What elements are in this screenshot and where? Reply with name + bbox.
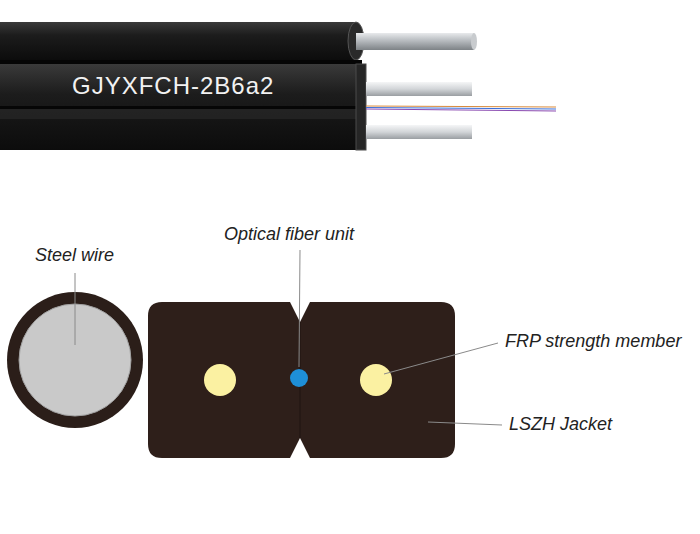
frp-rod xyxy=(204,364,236,396)
leader-line xyxy=(75,273,76,345)
lszh-jacket xyxy=(148,302,455,458)
cable-groove xyxy=(0,106,362,109)
cable-sheen xyxy=(0,109,362,119)
fiber-strand xyxy=(366,106,556,107)
fiber-strand xyxy=(366,108,556,110)
cable-print: GJYXFCH-2B6a2 xyxy=(72,72,274,101)
fiber-strand xyxy=(366,109,556,111)
leader-line xyxy=(384,343,498,374)
leader-line xyxy=(428,422,502,425)
cable-body-end xyxy=(356,64,366,150)
part-label: Optical fiber unit xyxy=(222,224,356,246)
leader-line xyxy=(299,250,300,367)
part-label: LSZH Jacket xyxy=(507,414,614,436)
part-label: Steel wire xyxy=(33,245,116,267)
fiber-unit xyxy=(290,369,308,387)
frp-rod-end xyxy=(366,82,472,96)
frp-rod xyxy=(360,364,392,396)
steel-wire-tip xyxy=(471,33,477,50)
steel-wire-end xyxy=(356,33,474,50)
cable-neck xyxy=(0,60,362,64)
cable-body xyxy=(0,64,362,150)
part-label: FRP strength member xyxy=(503,331,683,353)
messenger-jacket xyxy=(0,22,356,60)
frp-rod-end xyxy=(366,125,472,139)
